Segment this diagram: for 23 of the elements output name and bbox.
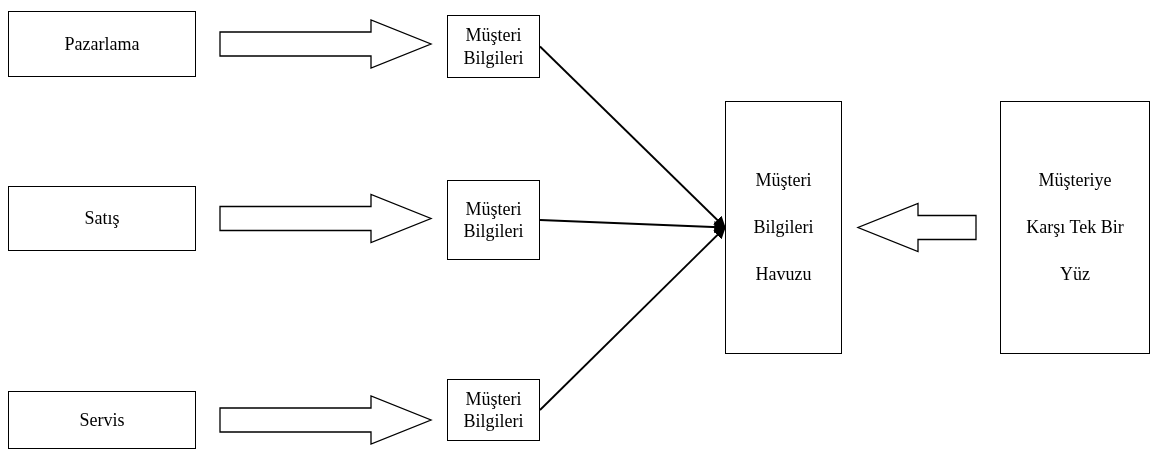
box-label: Servis	[79, 408, 125, 432]
process-box	[8, 391, 196, 449]
process-box	[447, 15, 540, 78]
box-label: Müşteri Bilgileri	[462, 24, 525, 69]
box-label: Müşteri Bilgileri	[462, 387, 525, 433]
process-box	[8, 11, 196, 77]
process-box	[8, 186, 196, 251]
box-label: Müşteri Bilgileri Havuzu	[752, 169, 815, 286]
process-box	[447, 180, 540, 260]
process-box	[1000, 101, 1150, 354]
box-label: Satış	[84, 207, 120, 230]
box-label: Müşteri Bilgileri	[462, 197, 525, 243]
box-label: Müşteriye Karşı Tek Bir Yüz	[1025, 169, 1125, 286]
block-arrow	[219, 395, 433, 445]
block-arrow	[219, 19, 433, 69]
box-label: Pazarlama	[64, 32, 140, 56]
block-arrow	[219, 193, 433, 244]
arrow	[539, 226, 726, 411]
arrow	[539, 45, 726, 229]
process-box	[447, 379, 540, 441]
arrow	[539, 219, 727, 234]
process-box	[725, 101, 842, 354]
block-arrow	[856, 202, 977, 253]
